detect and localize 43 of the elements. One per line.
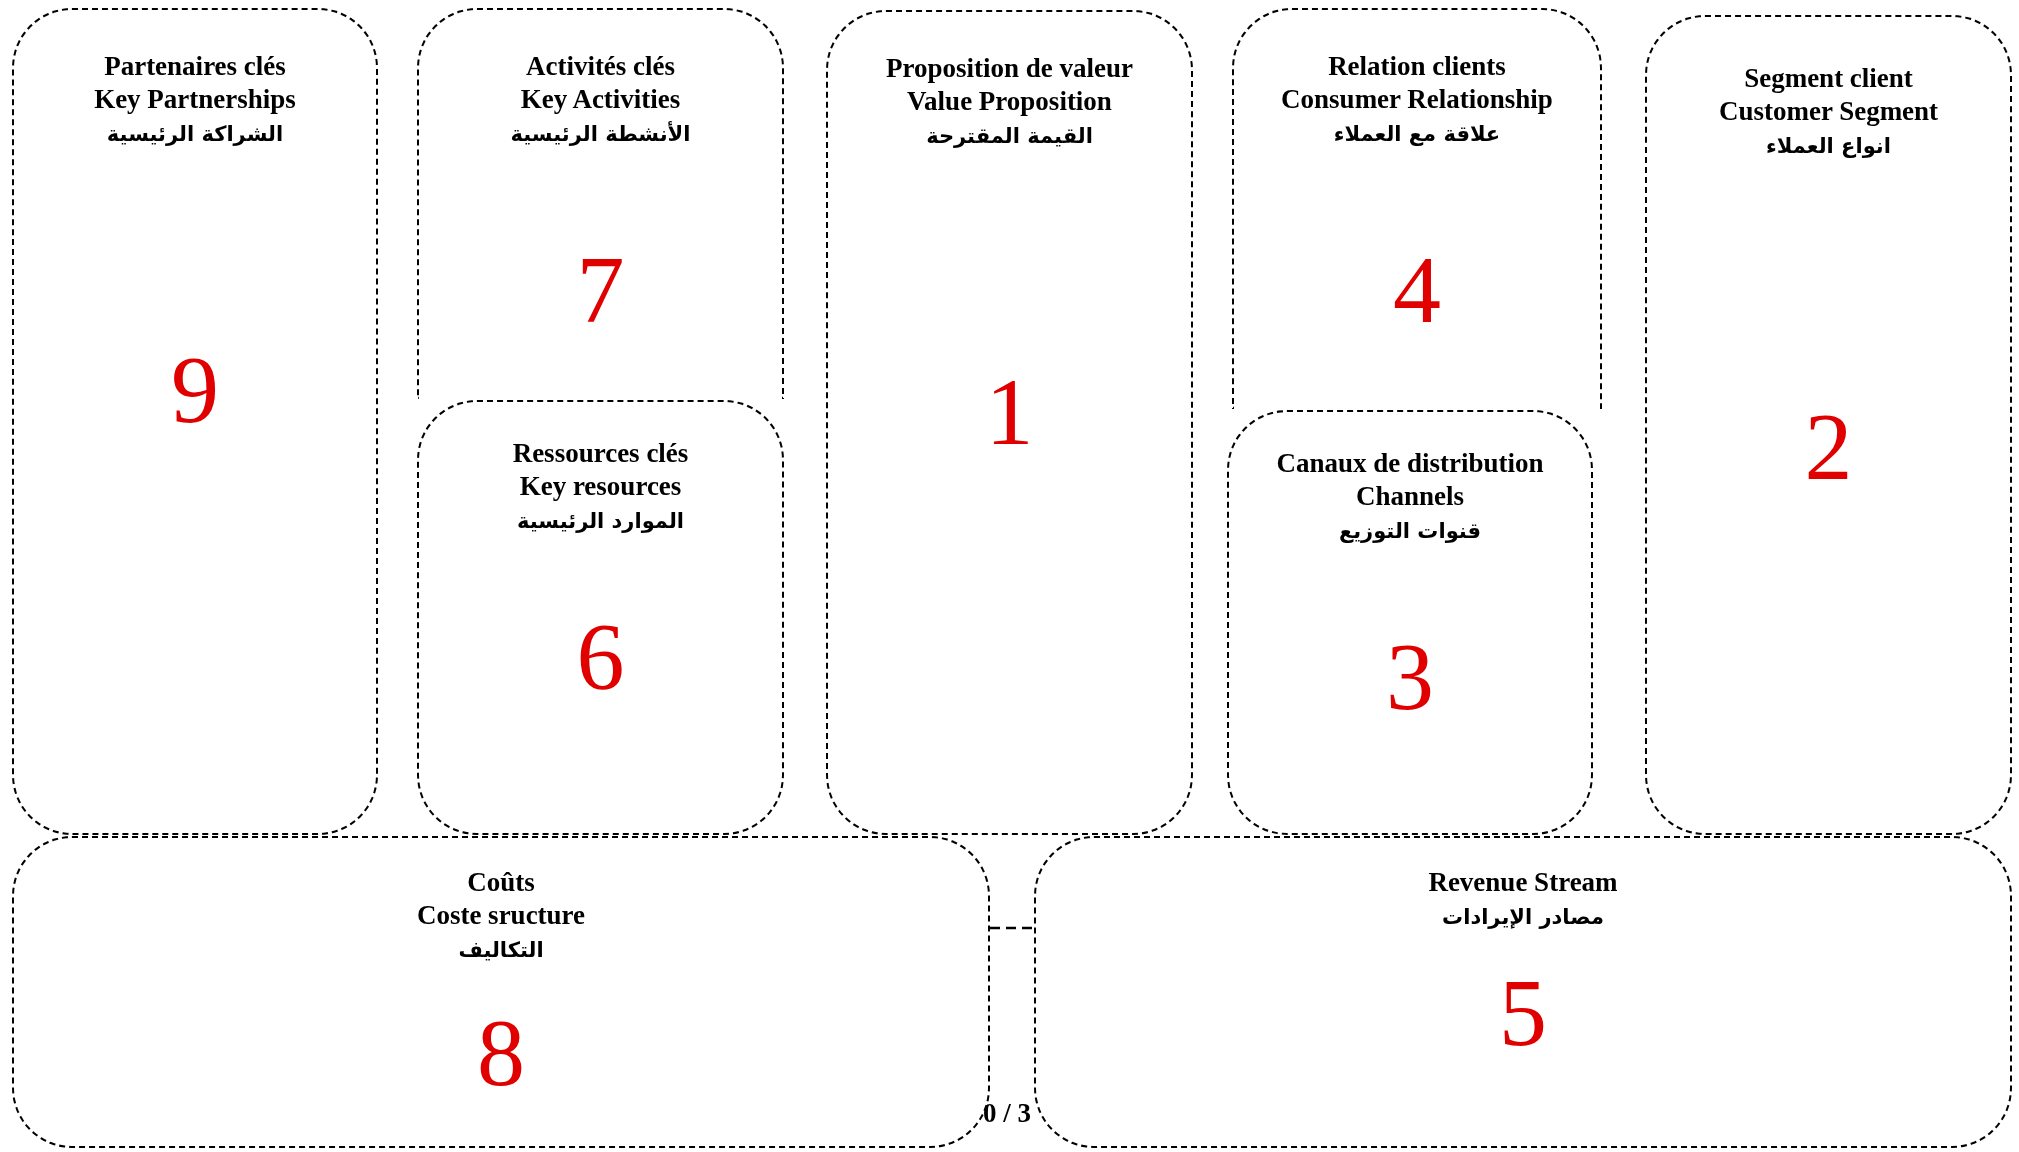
block-heading: Activités clés — [525, 51, 676, 81]
block-number: 8 — [476, 1003, 526, 1103]
canvas-block — [826, 10, 1193, 835]
block-heading: انواع العملاء — [1766, 134, 1891, 158]
block-number: 5 — [1498, 963, 1548, 1063]
block-heading: التكاليف — [458, 938, 544, 962]
block-heading: Ressources clés — [512, 438, 689, 468]
block-heading: قنوات التوزيع — [1338, 519, 1482, 543]
block-number: 1 — [984, 362, 1035, 462]
connector-line — [990, 926, 1034, 930]
block-number: 2 — [1803, 397, 1854, 497]
block-heading: Key Partnerships — [94, 84, 296, 114]
block-heading: Relation clients — [1328, 51, 1506, 81]
block-heading: Channels — [1355, 481, 1464, 511]
canvas-block — [1645, 15, 2012, 835]
page-number: 0 / 3 — [983, 1098, 1031, 1129]
block-heading: Revenue Stream — [1428, 867, 1618, 897]
canvas-block — [1227, 410, 1593, 835]
block-heading: Partenaires clés — [104, 51, 286, 81]
block-heading: Customer Segment — [1718, 96, 1939, 126]
block-heading: Segment client — [1744, 63, 1913, 93]
block-heading: الشراكة الرئيسية — [106, 122, 284, 146]
block-number: 4 — [1392, 240, 1442, 340]
block-heading: علاقة مع العملاء — [1333, 122, 1501, 146]
block-heading: Key Activities — [520, 84, 681, 114]
block-heading: الموارد الرئيسية — [517, 509, 684, 533]
canvas-block — [417, 400, 784, 835]
block-heading: مصادر الإيرادات — [1442, 905, 1604, 929]
block-heading: Coûts — [467, 867, 535, 897]
block-heading: Consumer Relationship — [1281, 84, 1553, 114]
block-number: 9 — [170, 340, 220, 440]
canvas-block — [12, 8, 378, 835]
block-heading: Canaux de distribution — [1276, 448, 1544, 478]
block-heading: Coste sructure — [416, 900, 586, 930]
canvas-block — [1034, 836, 2012, 1148]
block-number: 7 — [575, 240, 626, 340]
block-number: 6 — [575, 607, 626, 707]
block-heading: Proposition de valeur — [886, 53, 1133, 83]
block-heading: القيمة المقترحة — [926, 124, 1093, 148]
block-heading: Value Proposition — [907, 86, 1112, 116]
block-heading: الأنشطة الرئيسية — [510, 122, 691, 146]
block-heading: Key resources — [519, 471, 682, 501]
block-number: 3 — [1385, 627, 1435, 727]
